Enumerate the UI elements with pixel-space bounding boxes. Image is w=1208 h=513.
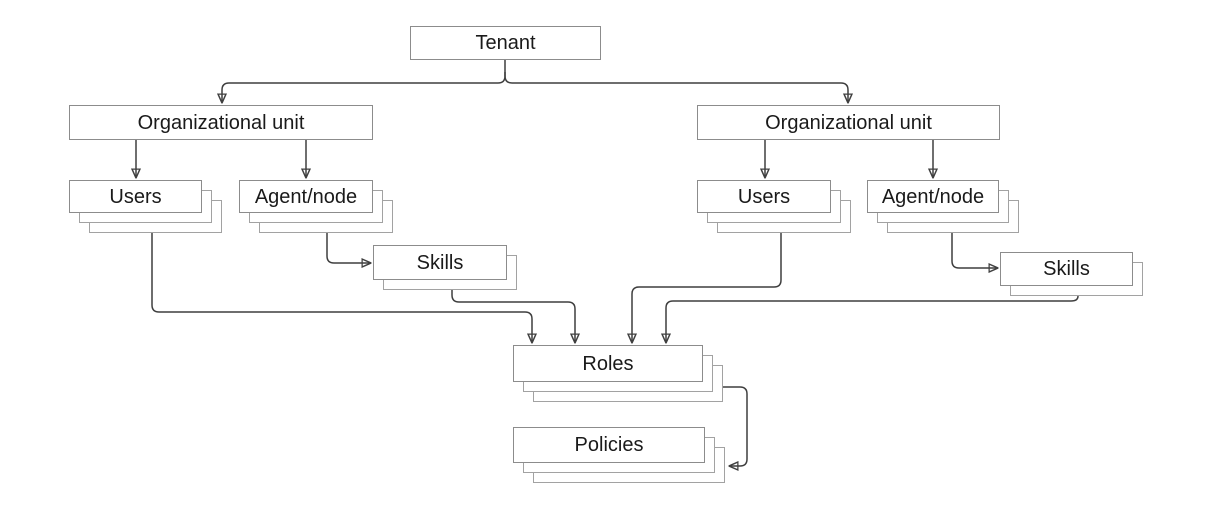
node-label: Skills (416, 251, 464, 274)
node-label: Tenant (475, 32, 536, 54)
node-label: Users (737, 185, 791, 208)
node-policies: Policies (513, 427, 725, 483)
node-label: Users (109, 185, 162, 208)
node-label: Policies (574, 434, 644, 456)
edge-skillsleft-roles (451, 290, 575, 342)
node-box: Roles (513, 345, 703, 382)
edge-tenant-org-right (504, 72, 848, 102)
node-box: Organizational unit (697, 105, 1000, 140)
node-org-unit-right: Organizational unit (697, 105, 1000, 140)
node-label: Agent/node (881, 185, 985, 208)
node-agent-node-left: Agent/node (239, 180, 393, 233)
node-box: Skills (1000, 252, 1133, 286)
node-label: Organizational unit (765, 111, 932, 134)
node-users-right: Users (697, 180, 851, 233)
edge-tenant-org-left (222, 60, 506, 102)
node-tenant: Tenant (410, 26, 601, 60)
node-label: Skills (1043, 258, 1090, 280)
node-skills-right: Skills (1000, 252, 1143, 296)
node-box: Agent/node (867, 180, 999, 213)
node-box: Users (697, 180, 831, 213)
node-box: Skills (373, 245, 507, 280)
edge-usersright-roles (632, 233, 782, 342)
edge-agentright-skills (951, 233, 997, 268)
node-box: Agent/node (239, 180, 373, 213)
node-users-left: Users (69, 180, 222, 233)
node-skills-left: Skills (373, 245, 517, 290)
edge-skillsright-roles (666, 295, 1079, 342)
node-label: Agent/node (254, 185, 358, 208)
node-label: Roles (582, 352, 634, 375)
edge-agentleft-skills (326, 233, 370, 263)
node-roles: Roles (513, 345, 723, 402)
node-box: Organizational unit (69, 105, 373, 140)
node-box: Tenant (410, 26, 601, 60)
node-agent-node-right: Agent/node (867, 180, 1019, 233)
node-box: Users (69, 180, 202, 213)
node-box: Policies (513, 427, 705, 463)
node-org-unit-left: Organizational unit (69, 105, 373, 140)
edge-roles-policies (723, 386, 748, 466)
node-label: Organizational unit (137, 111, 305, 134)
